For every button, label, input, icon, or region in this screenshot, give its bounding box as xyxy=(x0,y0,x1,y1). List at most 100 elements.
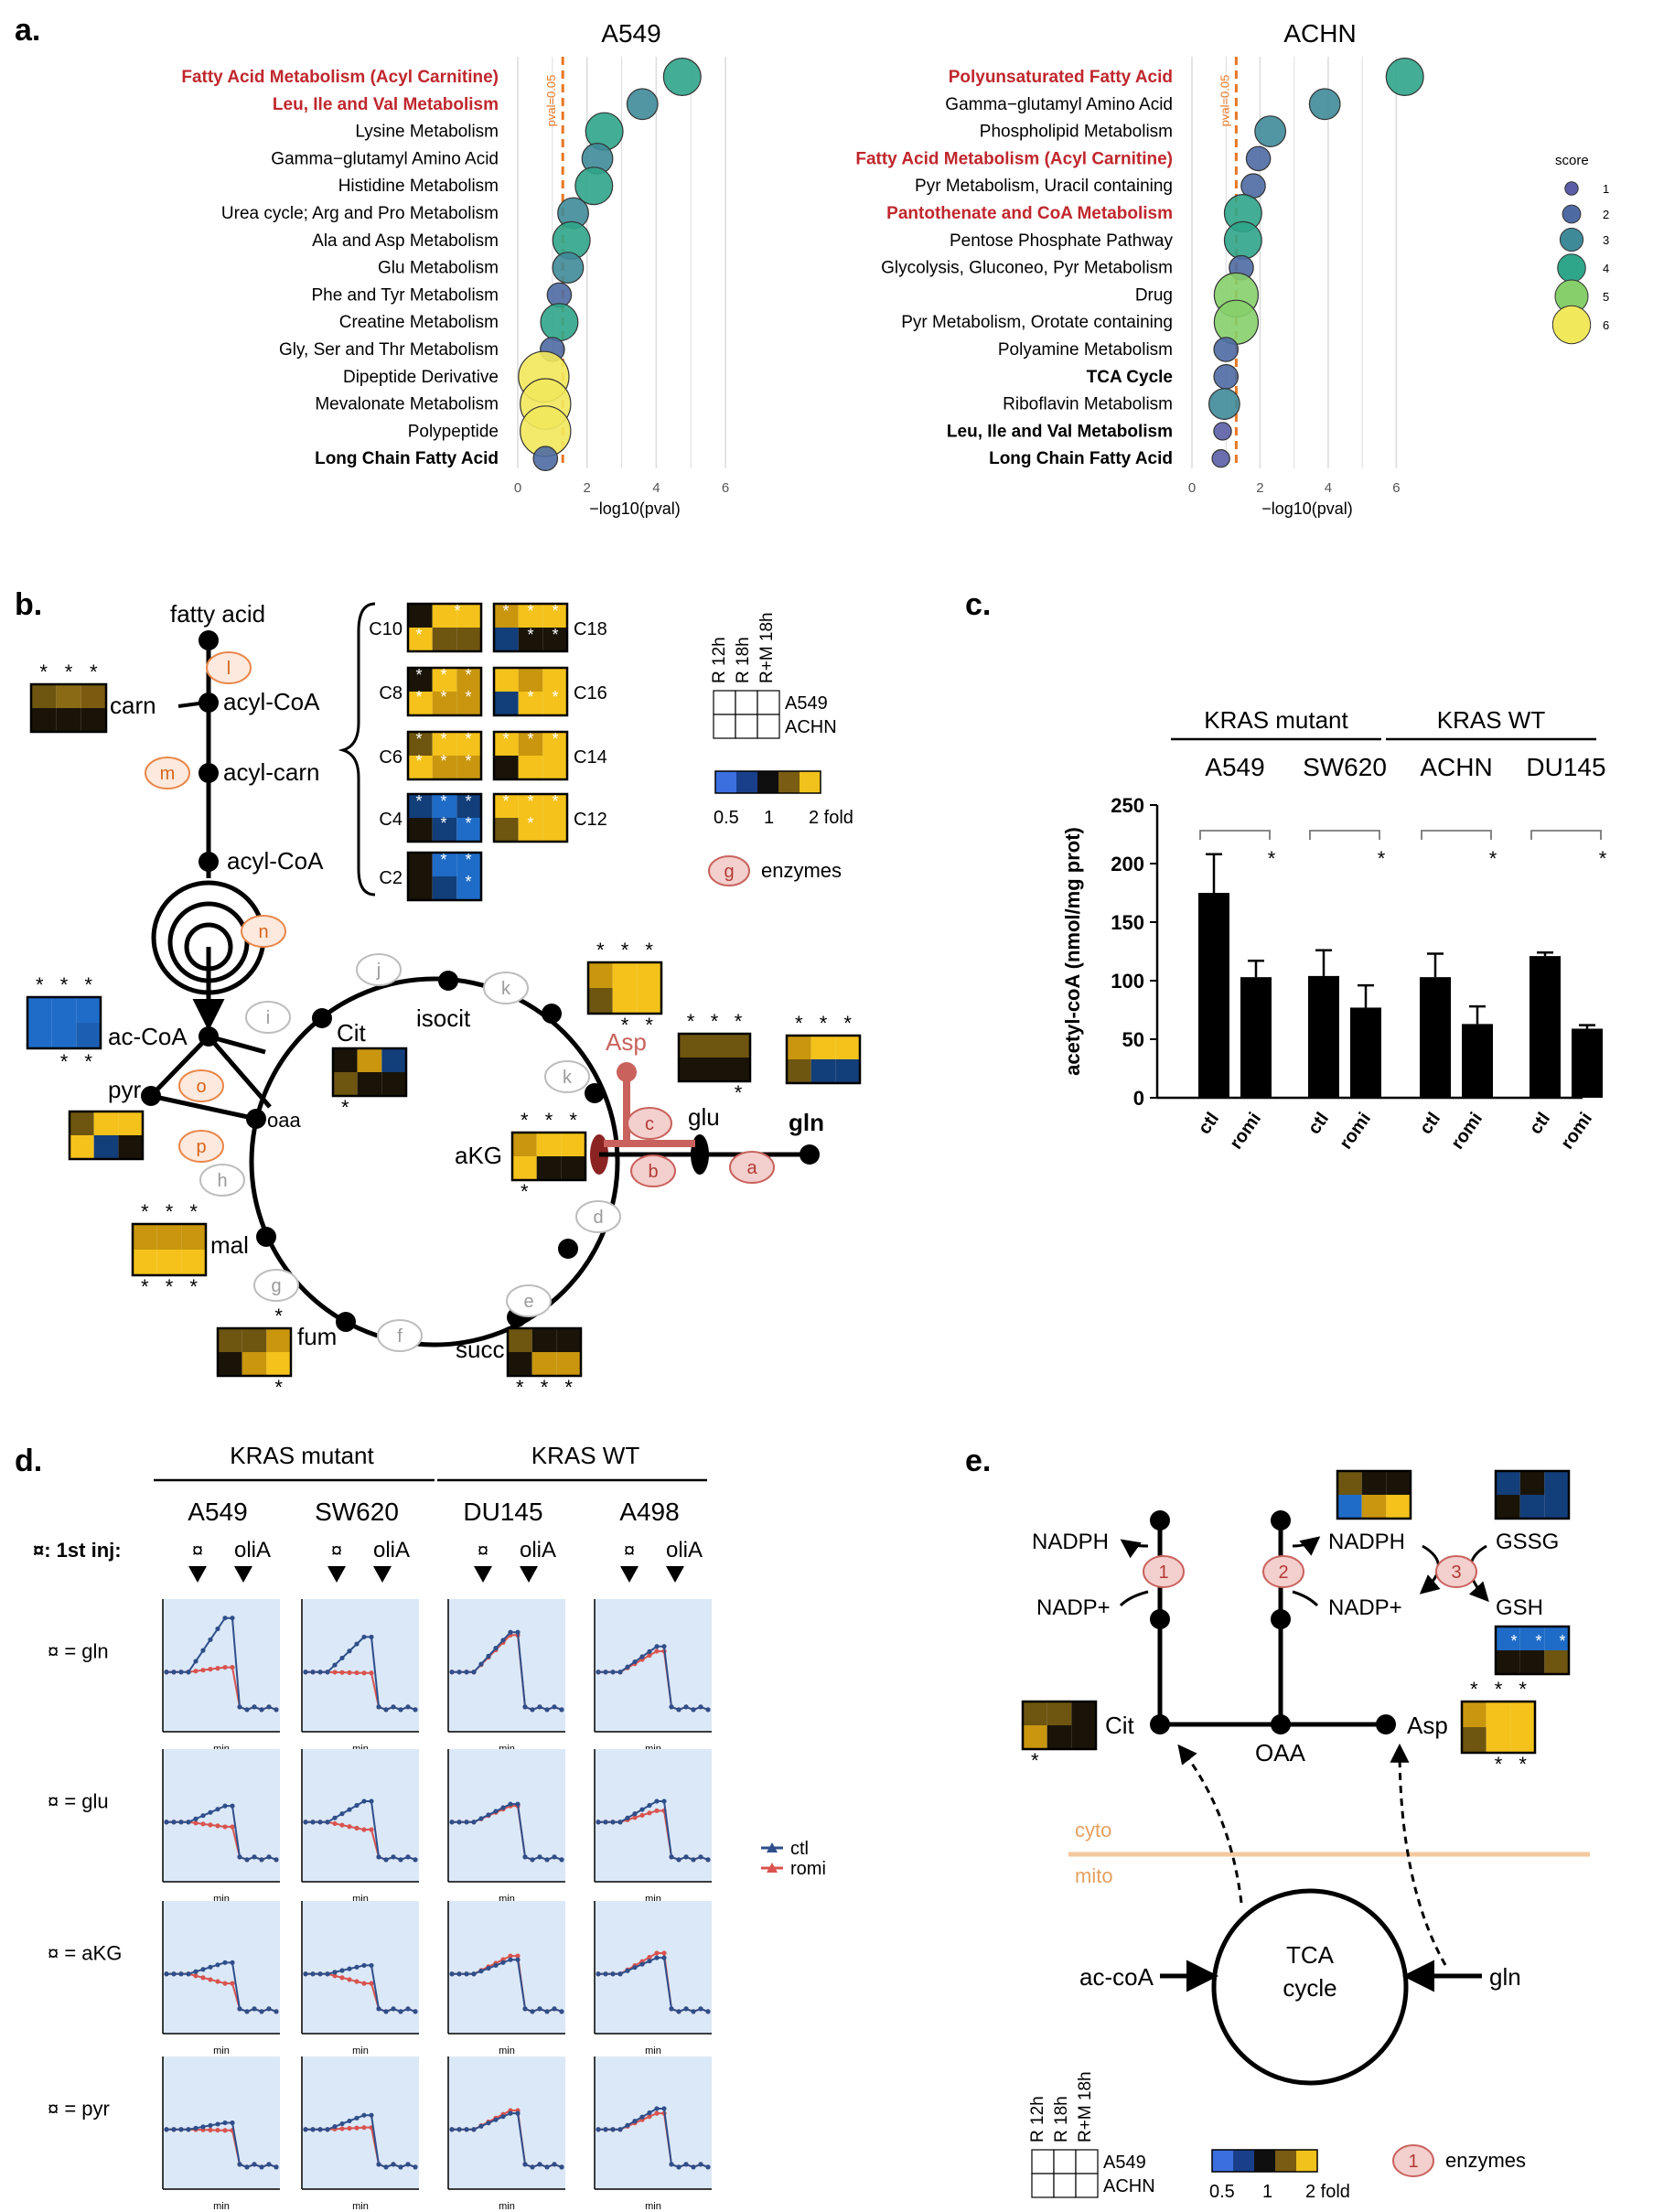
e-heat-asp-frame xyxy=(1460,1700,1537,1755)
d-series-point xyxy=(398,2164,403,2170)
d-series-point xyxy=(369,1634,374,1640)
row-label: Gly, Ser and Thr Metabolism xyxy=(279,340,499,360)
heat-chain-right-cell xyxy=(542,756,567,779)
d-cell-label: A498 xyxy=(619,1498,679,1526)
enzyme-label: a xyxy=(746,1158,757,1178)
score-legend-title: score xyxy=(1555,153,1589,168)
d-series-line xyxy=(452,1631,563,1711)
enzyme-oval xyxy=(630,1154,676,1187)
e-heat-gsh-cell xyxy=(1544,1650,1569,1674)
heat-chain-right-frame xyxy=(492,602,569,653)
d-series-point xyxy=(508,1957,513,1962)
d-series-point xyxy=(669,1704,674,1710)
d-cell-label: DU145 xyxy=(463,1498,542,1526)
d-series-point xyxy=(391,2162,396,2167)
d-series-point xyxy=(493,2117,499,2122)
d-series-point xyxy=(493,1646,499,1651)
score-legend-dot xyxy=(1562,204,1582,224)
heat-gln-frame xyxy=(785,1034,862,1085)
d-series-point xyxy=(361,1827,367,1832)
d-plot-xlabel: min xyxy=(213,2046,230,2056)
row-label: TCA Cycle xyxy=(1087,368,1173,387)
d-inj1-symbol: ¤ xyxy=(192,1539,203,1562)
heat-fum-cell xyxy=(266,1352,291,1376)
heat-accoa-cell xyxy=(76,1023,101,1048)
star: * xyxy=(596,939,605,961)
heat-chain-right-cell xyxy=(494,818,519,842)
e-legend-enzyme-key: 1 xyxy=(1408,2152,1418,2172)
star: * xyxy=(645,1014,653,1036)
d-series-point xyxy=(559,2164,564,2170)
heat-chain-right-cell xyxy=(518,732,543,756)
d-row-label: ¤ = pyr xyxy=(48,2098,110,2121)
d-series-point xyxy=(508,2110,513,2116)
heat-fum-cell xyxy=(218,1352,242,1376)
d-series-point xyxy=(537,2162,542,2167)
d-series-point xyxy=(552,1854,557,1860)
d-series-point xyxy=(193,1973,199,1979)
d-series-point xyxy=(559,2009,564,2014)
star-white: * xyxy=(465,851,471,869)
legend-scale-low: 0.5 xyxy=(714,808,739,828)
legend-grid-cell xyxy=(757,714,780,739)
d-row-label: ¤ = glu xyxy=(48,1790,109,1813)
star: * xyxy=(60,1050,69,1073)
enzyme-oval xyxy=(377,1319,423,1352)
d-series-point xyxy=(193,1816,199,1821)
x-axis-label: −log10(pval) xyxy=(589,499,681,518)
d-series-point xyxy=(252,1854,257,1860)
d-series-point xyxy=(332,2124,338,2130)
d-series-point xyxy=(347,2118,352,2124)
heat-glu-frame xyxy=(677,1032,752,1083)
d-series-point xyxy=(200,1975,206,1981)
d-inj1-symbol: ¤ xyxy=(331,1539,342,1562)
chain-label-left: C2 xyxy=(379,868,403,888)
e-heat-gsh-frame xyxy=(1494,1625,1571,1676)
heat-chain-right-cell xyxy=(518,818,543,842)
bar-ctl xyxy=(1308,975,1339,1098)
star-white: * xyxy=(465,792,471,811)
star-white: * xyxy=(527,602,533,620)
dot-point xyxy=(540,303,579,342)
d-series-point xyxy=(339,2121,345,2127)
x-condition-label: ctl xyxy=(1416,1109,1444,1138)
star: * xyxy=(843,1012,852,1035)
d-series-point xyxy=(332,1973,338,1979)
d-legend-marker xyxy=(767,1863,778,1873)
heat-mal-cell xyxy=(181,1224,206,1250)
d-series-point xyxy=(676,2164,682,2170)
heat-accoa-cell xyxy=(51,1023,77,1048)
heat-chain-right-cell xyxy=(518,794,543,818)
e-heat-gsh-cell xyxy=(1519,1627,1545,1650)
d-series-point xyxy=(208,2127,213,2132)
row-label: Urea cycle; Arg and Pro Metabolism xyxy=(221,204,499,223)
d-series-point xyxy=(391,1854,396,1860)
e-legend-scale-cell xyxy=(1254,2150,1275,2172)
d-series-point xyxy=(691,1857,696,1863)
d-series-point xyxy=(478,2123,484,2129)
d-series-point xyxy=(471,2127,477,2132)
node-mal: mal xyxy=(210,1231,249,1259)
e-heat-nadph2-cell xyxy=(1337,1471,1362,1495)
d-series-line xyxy=(306,2114,416,2168)
d-series-point xyxy=(471,1971,477,1977)
dot-point xyxy=(1211,449,1230,468)
legend-row-label: A549 xyxy=(785,693,828,714)
enzyme-oval xyxy=(729,1151,775,1184)
threshold-label: pval=0.05 xyxy=(1218,75,1231,127)
d-series-point xyxy=(647,1810,652,1816)
heat-chain-left-cell xyxy=(456,876,481,900)
heat-asp-frame xyxy=(586,961,663,1015)
d-series-point xyxy=(215,2121,220,2127)
d-series-point xyxy=(405,2006,411,2012)
dot-point xyxy=(1213,363,1240,390)
d-series-point xyxy=(274,2164,279,2170)
heat-chain-left-cell xyxy=(432,628,457,651)
legend-grid-cell xyxy=(713,714,736,739)
d-series-line xyxy=(166,1616,277,1711)
d-series-line xyxy=(598,1645,709,1711)
d-series-line xyxy=(166,2121,277,2168)
d-series-point xyxy=(647,2114,652,2120)
e-heat-cit-cell xyxy=(1071,1725,1096,1749)
